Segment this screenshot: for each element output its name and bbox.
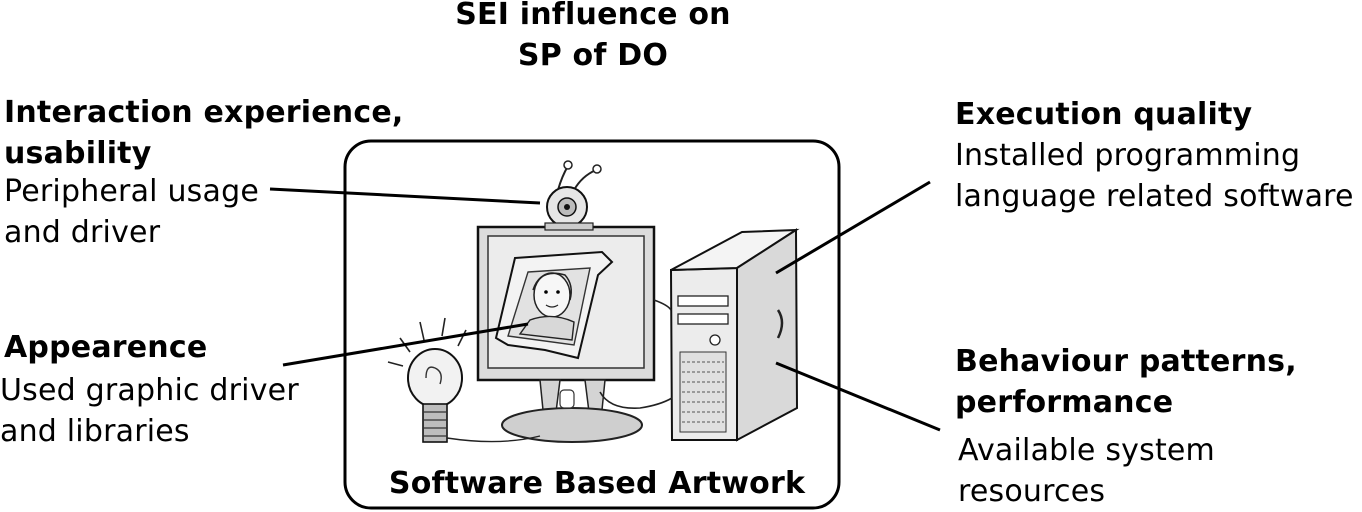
interaction-body-line1: Peripheral usage [4, 174, 259, 209]
appearance-heading: Appearence [4, 330, 208, 365]
artwork-frame [343, 139, 841, 510]
interaction-body-line2: and driver [4, 215, 161, 250]
execution-body-line1: Installed programming [955, 138, 1301, 173]
leader-line-appearance [282, 322, 529, 367]
appearance-body-line2: and libraries [0, 414, 190, 449]
leader-line-behaviour [775, 361, 941, 432]
webcam-icon [544, 160, 602, 231]
portrait-face-icon [518, 272, 575, 341]
behaviour-heading-line2: performance [955, 385, 1174, 420]
artwork-label: Software Based Artwork [388, 466, 806, 501]
interaction-heading-line2: usability [4, 136, 152, 171]
leader-line-execution [775, 180, 931, 275]
execution-heading: Execution quality [955, 97, 1253, 132]
behaviour-body-line2: resources [958, 474, 1106, 509]
computer-tower-icon [669, 228, 800, 442]
light-bulb-icon [387, 317, 541, 443]
leader-line-interaction [269, 187, 541, 205]
execution-body-line2: language related software [955, 179, 1354, 214]
appearance-body-line1: Used graphic driver [0, 373, 299, 408]
tower-cable [599, 391, 673, 409]
behaviour-body-line1: Available system [958, 433, 1215, 468]
interaction-heading-line1: Interaction experience, [4, 95, 404, 130]
behaviour-heading-line1: Behaviour patterns, [955, 344, 1297, 379]
diagram-title-line2: SP of DO [517, 38, 669, 73]
monitor-cable [653, 299, 672, 311]
diagram-title-line1: SEI influence on [455, 0, 731, 32]
